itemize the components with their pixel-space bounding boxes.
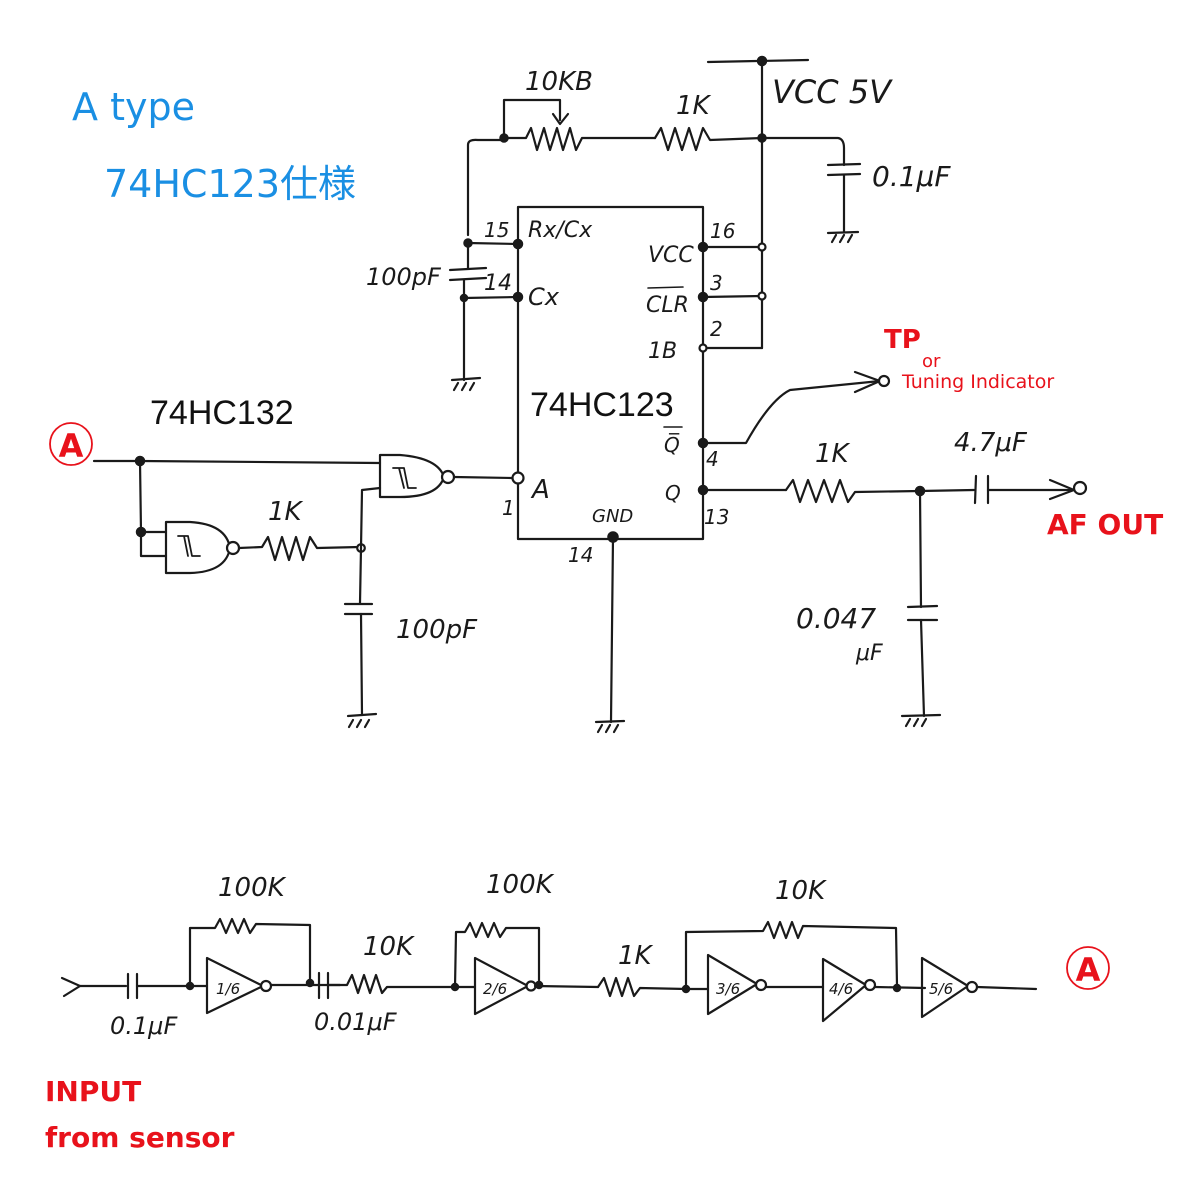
input-label-line-1: INPUT <box>45 1075 141 1108</box>
title-line-1: A type <box>72 85 195 129</box>
inverter-4-label: 4/6 <box>829 980 853 998</box>
gnd-pin-number: 14 <box>568 543 593 567</box>
af-out-label: AF OUT <box>1047 508 1163 541</box>
schmitt-nand-gates <box>92 453 514 729</box>
tp-label: TP <box>884 325 921 355</box>
pin-2-label: 1B <box>648 339 677 364</box>
timing-capacitor-100pf <box>448 241 488 392</box>
amplifier-chain <box>60 917 1038 1023</box>
input-label-line-2: from sensor <box>45 1121 235 1154</box>
resistor-1k-output <box>784 478 922 504</box>
pin-14-label: Cx <box>528 283 560 311</box>
stage-cap-label: 0.01μF <box>314 1008 398 1036</box>
tuning-indicator-label: Tuning Indicator <box>901 371 1054 393</box>
pin-3-number: 3 <box>710 271 723 295</box>
pin-13-number: 13 <box>704 505 729 529</box>
filter-cap-unit: μF <box>855 641 883 666</box>
pin-3-label: CLR <box>646 293 689 318</box>
title-line-2: 74HC123仕様 <box>104 162 356 206</box>
nand-cap-label: 100pF <box>396 615 478 645</box>
pin-4-label: Q̅ <box>664 432 680 457</box>
timing-cap-label: 100pF <box>366 263 442 291</box>
pin-4-number: 4 <box>706 447 719 471</box>
pin-16-label: VCC <box>648 243 694 268</box>
fb3-label: 10K <box>775 876 827 906</box>
pin-1-number: 1 <box>502 496 515 520</box>
potentiometer-10kb <box>466 98 657 237</box>
pin-16-number: 16 <box>710 219 735 243</box>
fb1-label: 100K <box>218 873 287 903</box>
r2-label: 10K <box>363 932 415 962</box>
pin-15-label: Rx/Cx <box>528 218 593 243</box>
output-marker-a-bottom: A <box>1066 946 1110 990</box>
pot-label: 10KB <box>525 67 593 97</box>
vcc-label: VCC 5V <box>772 73 893 111</box>
pin-1-label: A <box>530 475 550 505</box>
nand-resistor-label: 1K <box>268 497 304 527</box>
gnd-label: GND <box>592 506 633 527</box>
pin-2-number: 2 <box>710 317 723 341</box>
pin-14-number: 14 <box>484 271 512 296</box>
coupling-capacitor <box>918 474 1088 505</box>
pin-15-number: 15 <box>484 218 509 242</box>
ic-74hc123-name: 74HC123 <box>530 386 674 424</box>
fb2-label: 100K <box>486 870 555 900</box>
resistor-1k-label: 1K <box>676 91 712 121</box>
or-label: or <box>922 351 941 372</box>
r3-label: 1K <box>618 941 654 971</box>
pin-13-label: Q <box>665 481 681 505</box>
decoupling-cap-label: 0.1μF <box>872 160 951 193</box>
output-resistor-label: 1K <box>815 439 851 469</box>
coupling-cap-label: 4.7μF <box>954 428 1028 458</box>
filter-cap-value: 0.047 <box>796 602 876 635</box>
inverter-5-label: 5/6 <box>929 980 953 998</box>
output-marker-a-text: A <box>1076 951 1101 989</box>
input-cap-label: 0.1μF <box>110 1012 178 1040</box>
decoupling-capacitor <box>760 136 862 244</box>
input-marker-a-text: A <box>59 427 84 465</box>
inverter-2-label: 2/6 <box>483 980 507 998</box>
input-marker-a-top: A <box>49 422 93 466</box>
filter-capacitor <box>900 489 942 728</box>
resistor-1k-timing <box>653 126 767 152</box>
ic-74hc132-name: 74HC132 <box>150 394 294 432</box>
inverter-3-label: 3/6 <box>716 980 740 998</box>
inverter-1-label: 1/6 <box>216 980 240 998</box>
